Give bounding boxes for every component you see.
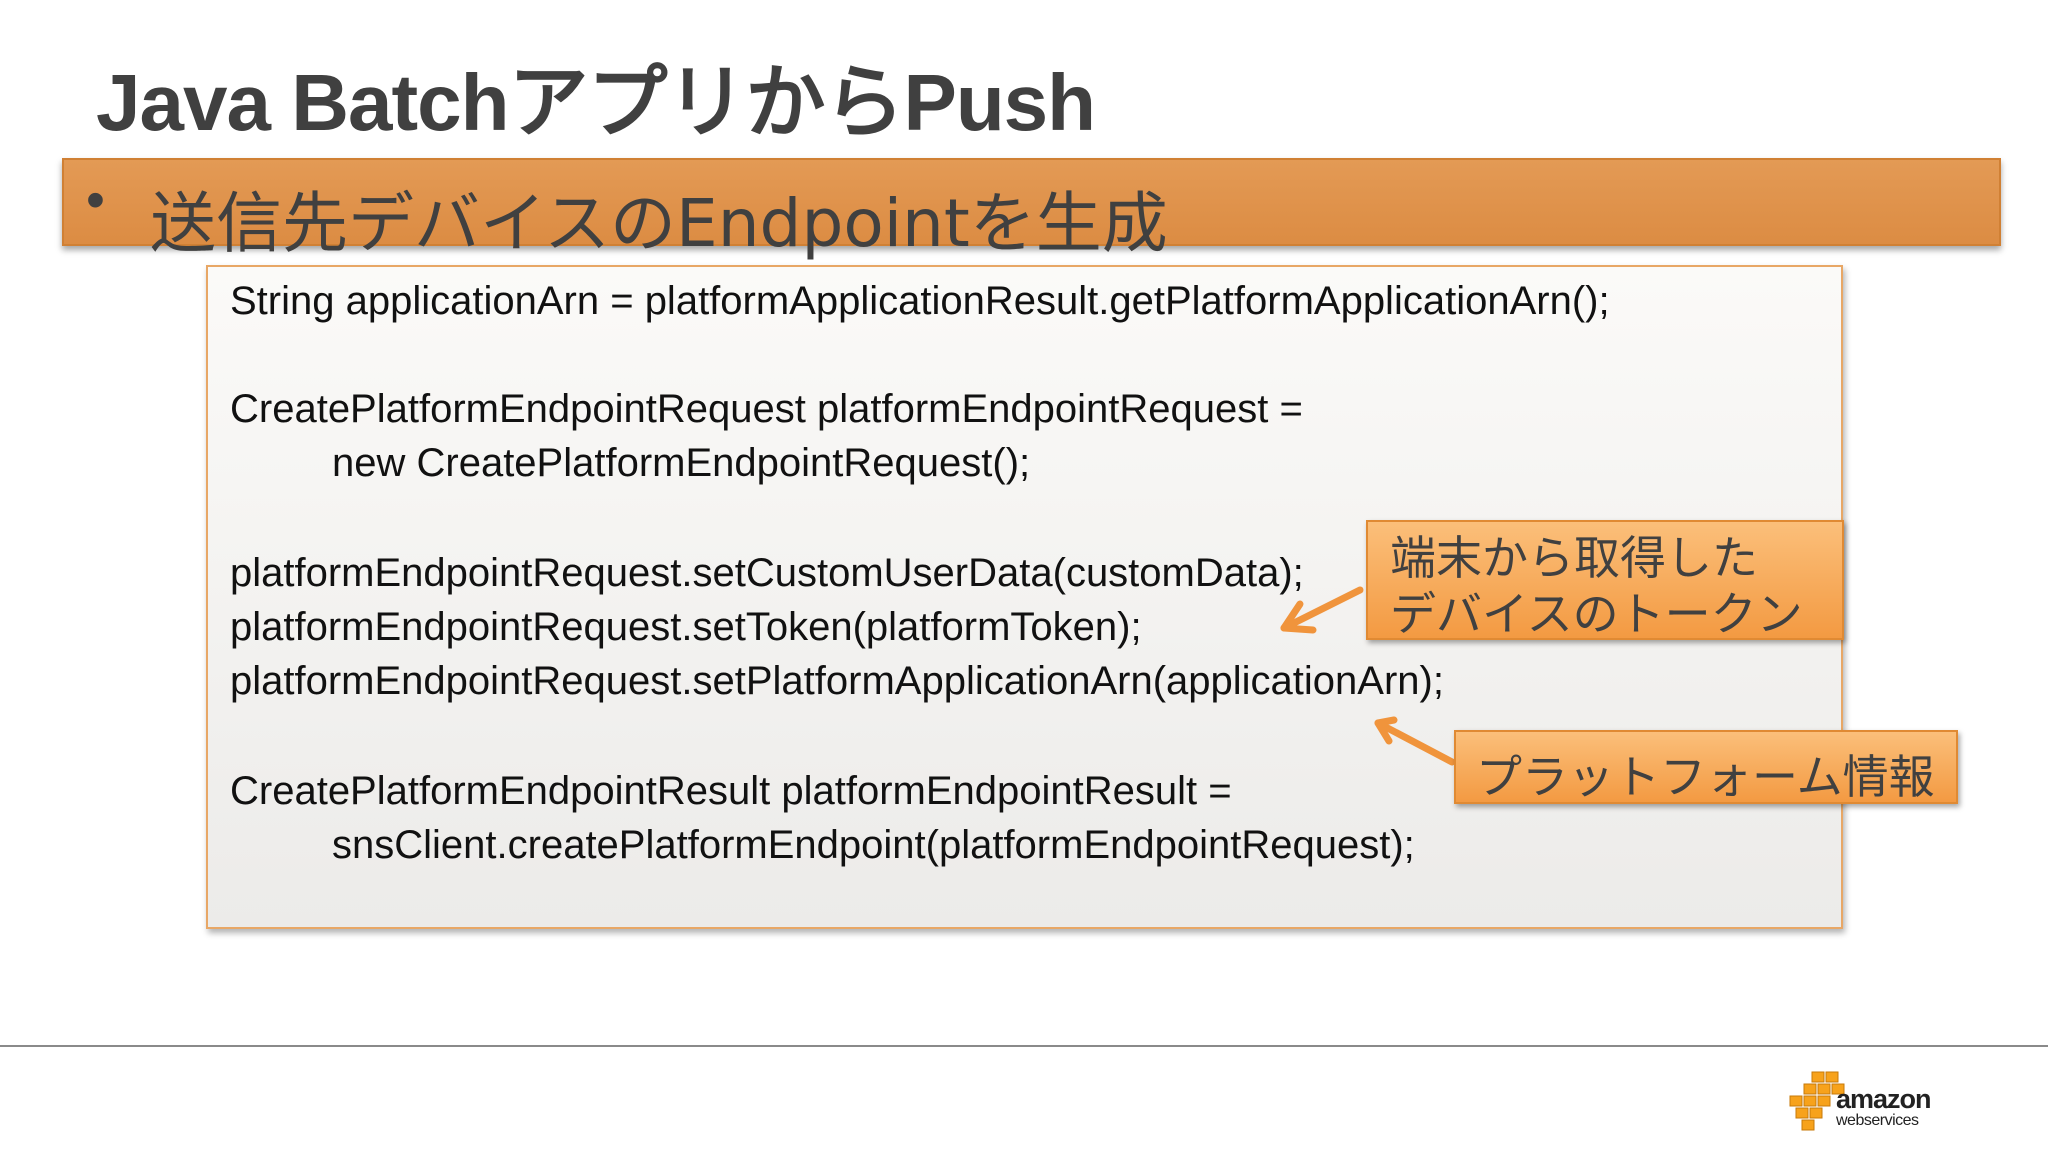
bullet-marker: • (86, 170, 105, 230)
callout-token-line1: 端末から取得した (1390, 531, 1758, 585)
code-line: snsClient.createPlatformEndpoint(platfor… (332, 823, 1415, 867)
callout-platform-info: プラットフォーム情報 (1454, 730, 1958, 804)
callout-device-token: 端末から取得した デバイスのトークン (1366, 520, 1844, 641)
code-line: String applicationArn = platformApplicat… (230, 279, 1610, 323)
code-line: platformEndpointRequest.setPlatformAppli… (230, 659, 1444, 703)
slide-title: Java BatchアプリからPush (96, 58, 1096, 147)
aws-logo-subtext: webservices (1836, 1112, 1919, 1129)
callout-token-line2: デバイスのトークン (1390, 587, 1803, 641)
callout-platform-text: プラットフォーム情報 (1476, 750, 1935, 804)
aws-cube-icon (1789, 1071, 1845, 1131)
code-line: platformEndpointRequest.setToken(platfor… (230, 605, 1142, 649)
bullet-highlight-bar (62, 158, 2001, 246)
code-line: CreatePlatformEndpointRequest platformEn… (230, 387, 1303, 431)
bullet-text: 送信先デバイスのEndpointを生成 (150, 185, 1168, 262)
code-line: CreatePlatformEndpointResult platformEnd… (230, 769, 1232, 813)
code-block: String applicationArn = platformApplicat… (206, 265, 1843, 929)
code-line: new CreatePlatformEndpointRequest(); (332, 441, 1031, 485)
footer-divider (0, 1045, 2048, 1047)
aws-logo-wordmark: amazon (1836, 1084, 1932, 1114)
code-line: platformEndpointRequest.setCustomUserDat… (230, 551, 1304, 595)
